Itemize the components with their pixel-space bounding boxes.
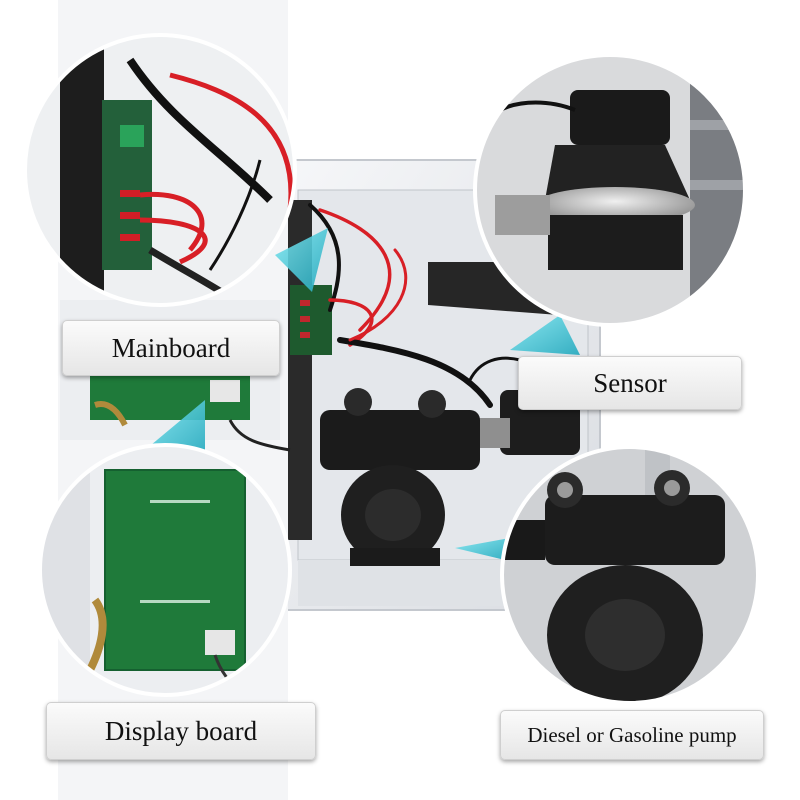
pump-label: Diesel or Gasoline pump — [500, 710, 764, 760]
pointer-display — [145, 400, 205, 455]
display-board-zoom — [38, 443, 292, 697]
cabinet-mainboard — [290, 285, 332, 355]
mainboard-zoom — [23, 33, 297, 307]
cabinet-wires — [308, 203, 522, 408]
pointer-sensor — [510, 315, 580, 355]
pointer-mainboard — [275, 228, 328, 292]
mainboard-label-text: Mainboard — [111, 332, 231, 363]
pump-zoom — [500, 445, 760, 705]
pointer-pump — [455, 538, 510, 560]
cabinet-pump — [320, 388, 480, 566]
sensor-label-text: Sensor — [593, 367, 667, 398]
display-board-label-text: Display board — [104, 715, 258, 746]
sensor-label: Sensor — [518, 356, 742, 410]
sensor-zoom — [473, 53, 747, 327]
display-board-label: Display board — [46, 702, 316, 760]
pump-label-text: Diesel or Gasoline pump — [527, 722, 737, 747]
mainboard-label: Mainboard — [62, 320, 280, 376]
